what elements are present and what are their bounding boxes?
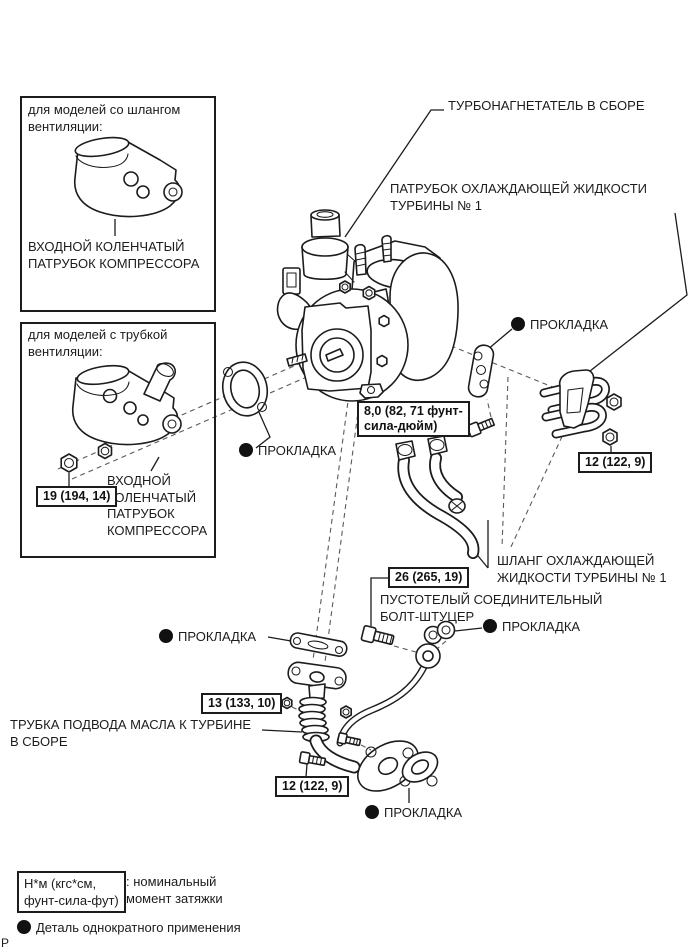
oil-pipe-bottom-gasket-drawing [401, 747, 439, 787]
banjo-tube-drawing [336, 643, 441, 747]
torque-13-box: 13 (133, 10) [201, 693, 283, 714]
union-bolt-label: ПУСТОТЕЛЫЙ СОЕДИНИТЕЛЬНЫЙ БОЛТ-ШТУЦЕР [380, 592, 603, 624]
single-use-dot-icon [511, 317, 525, 331]
inlet-elbow-tube-drawing [60, 362, 182, 473]
inlet-elbow-nuts [60, 442, 113, 473]
inset-box-hose-models [20, 96, 216, 312]
legend-single-use: Деталь однократного применения [17, 919, 241, 936]
hose-union-bolt-drawing [466, 417, 496, 438]
single-use-dot-icon [365, 805, 379, 819]
legend-units-box: Н*м (кгс*см, фунт-сила-фут) [17, 871, 126, 913]
inset-hose-note: для моделей со шлангом вентиляции: [28, 102, 181, 134]
inset-box-tube-models [20, 322, 216, 558]
coolant-hose-drawing [395, 435, 480, 559]
coolant-pipe-nuts [602, 393, 622, 446]
gasket-label-text: ПРОКЛАДКА [384, 805, 463, 820]
gasket-label-mid: ПРОКЛАДКА [239, 442, 336, 459]
oil-supply-pipe-drawing [281, 661, 419, 792]
coolant-pipe-drawing [539, 369, 622, 446]
single-use-dot-icon [239, 443, 253, 457]
oil-pipe-label: ТРУБКА ПОДВОДА МАСЛА К ТУРБИНЕ В СБОРЕ [10, 717, 252, 749]
single-use-dot-icon [483, 619, 497, 633]
inset-tube-note: для моделей с трубкой вентиляции: [28, 327, 168, 359]
torque-26-box: 26 (265, 19) [388, 567, 470, 588]
turbocharger-label: ТУРБОНАГНЕТАТЕЛЬ В СБОРЕ [448, 98, 645, 113]
hose-clamps [395, 435, 466, 514]
torque-19-box: 19 (194, 14) [36, 486, 118, 507]
gasket-label-bottom: ПРОКЛАДКА [365, 804, 462, 821]
gasket-label-text: ПРОКЛАДКА [530, 317, 609, 332]
torque-12-right-box: 12 (122, 9) [578, 452, 653, 473]
coolant-hose-label: ШЛАНГ ОХЛАЖДАЮЩЕЙ ЖИДКОСТИ ТУРБИНЫ № 1 [497, 553, 667, 585]
union-bolt-gaskets-drawing [423, 620, 456, 645]
gasket-label-left: ПРОКЛАДКА [159, 628, 256, 645]
gasket-label-text: ПРОКЛАДКА [178, 629, 257, 644]
legend-units-desc: : номинальный момент затяжки [126, 874, 223, 906]
legend-single-use-text: Деталь однократного применения [36, 920, 241, 935]
page-marker: P [1, 936, 10, 950]
gasket-label-union: ПРОКЛАДКА [483, 618, 580, 635]
union-bolt-drawing [360, 625, 395, 646]
single-use-dot-icon [159, 629, 173, 643]
inlet-gasket-drawing [221, 361, 269, 417]
inlet-elbow-hose-drawing [73, 136, 183, 218]
coolant-pipe-gasket-drawing [467, 344, 495, 398]
inset-hose-part-label: ВХОДНОЙ КОЛЕНЧАТЫЙ ПАТРУБОК КОМПРЕССОРА [28, 239, 200, 271]
torque-12-bottom-box: 12 (122, 9) [275, 776, 350, 797]
inset-tube-part-label: ВХОДНОЙ КОЛЕНЧАТЫЙ ПАТРУБОК КОМПРЕССОРА [107, 473, 208, 538]
oil-pipe-gasket-drawing [289, 632, 348, 657]
gasket-label-text: ПРОКЛАДКА [502, 619, 581, 634]
coolant-pipe-label: ПАТРУБОК ОХЛАЖДАЮЩЕЙ ЖИДКОСТИ ТУРБИНЫ № … [390, 181, 648, 213]
single-use-dot-icon [17, 920, 31, 934]
turbocharger-assembly-drawing [276, 209, 459, 402]
gasket-label-text: ПРОКЛАДКА [258, 443, 337, 458]
oil-pipe-bolts [281, 696, 362, 766]
gasket-label-right: ПРОКЛАДКА [511, 316, 608, 333]
torque-8-box: 8,0 (82, 71 фунт- сила-дюйм) [357, 401, 470, 437]
